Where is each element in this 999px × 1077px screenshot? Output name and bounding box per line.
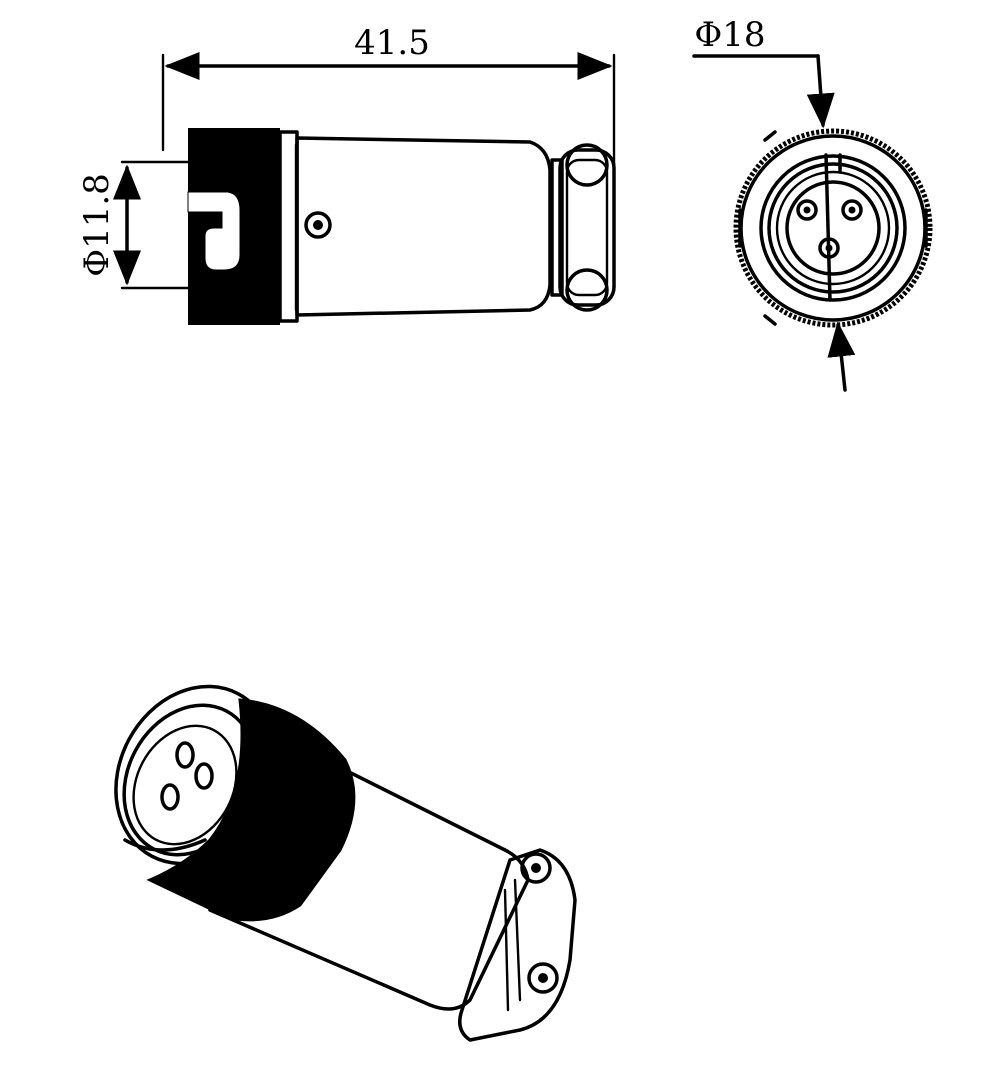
collar-ring xyxy=(278,130,299,323)
outer-diameter-dimension: Φ18 xyxy=(692,15,856,392)
knurled-outer-ring xyxy=(733,128,933,328)
length-dimension-label: 41.5 xyxy=(354,23,430,63)
outer-diameter-label: Φ18 xyxy=(694,15,765,55)
iso-coupling-nut xyxy=(146,698,356,922)
side-view: 41.5 Φ11.8 xyxy=(77,23,616,325)
length-dimension: 41.5 xyxy=(161,23,616,177)
cable-clamp xyxy=(550,143,616,312)
body-diameter-label: Φ11.8 xyxy=(77,173,117,277)
contact-pins xyxy=(796,199,863,259)
body-diameter-dimension: Φ11.8 xyxy=(77,160,190,290)
iso-contact-pins xyxy=(160,741,214,811)
front-view: Φ18 xyxy=(692,15,933,392)
isometric-view xyxy=(114,684,577,1042)
connector-body xyxy=(294,136,552,317)
coupling-nut xyxy=(187,128,280,325)
